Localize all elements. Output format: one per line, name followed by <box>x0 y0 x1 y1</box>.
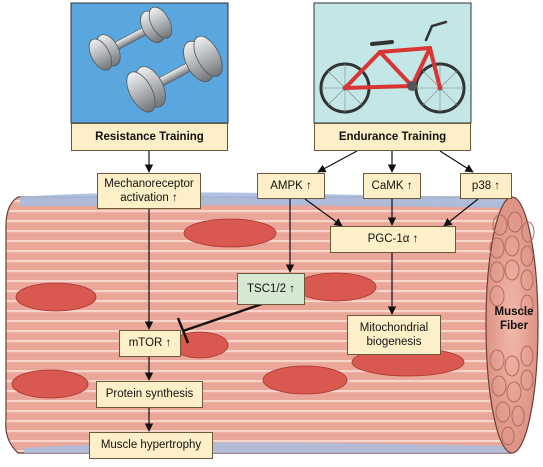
dumbbell-icon <box>88 6 223 113</box>
resistance-panel <box>70 2 229 124</box>
inhibit-bar <box>176 317 190 344</box>
camk-node: CaMK ↑ <box>363 173 421 199</box>
arrow-endurance-to-p38 <box>439 150 474 173</box>
connectors <box>144 150 479 432</box>
endurance-training-label: Endurance Training <box>314 123 471 151</box>
nucleus <box>262 365 348 395</box>
muscle-end-fibrils <box>489 211 535 446</box>
endurance-panel <box>313 2 472 124</box>
arrow-p38-to-pgc <box>443 198 479 227</box>
mtor-node: mTOR ↑ <box>119 330 181 357</box>
mechanoreceptor-node: Mechanoreceptor activation ↑ <box>97 173 201 209</box>
inhibit-tsc-to-mtor <box>182 301 266 333</box>
resistance-training-label: Resistance Training <box>71 123 228 151</box>
nucleus <box>15 282 97 312</box>
p38-node: p38 ↑ <box>460 173 512 199</box>
nucleus <box>11 369 89 399</box>
muscle-fiber-label: Muscle Fiber <box>494 306 534 332</box>
muscle-hypertrophy-node: Muscle hypertrophy <box>89 432 213 459</box>
nuclei <box>11 218 465 399</box>
nucleus <box>295 272 377 302</box>
pgc1a-node: PGC-1α ↑ <box>330 226 456 253</box>
bicycle-icon <box>319 20 466 114</box>
muscle-fiber <box>5 192 539 454</box>
protein-synthesis-node: Protein synthesis <box>96 381 203 408</box>
mitochondrial-biogenesis-node: Mitochondrial biogenesis <box>347 315 441 355</box>
arrow-endurance-to-ampk <box>317 150 358 173</box>
arrow-ampk-to-pgc <box>304 198 343 227</box>
tsc12-node: TSC1/2 ↑ <box>237 273 305 305</box>
nucleus <box>183 218 277 248</box>
ampk-node: AMPK ↑ <box>257 173 325 199</box>
